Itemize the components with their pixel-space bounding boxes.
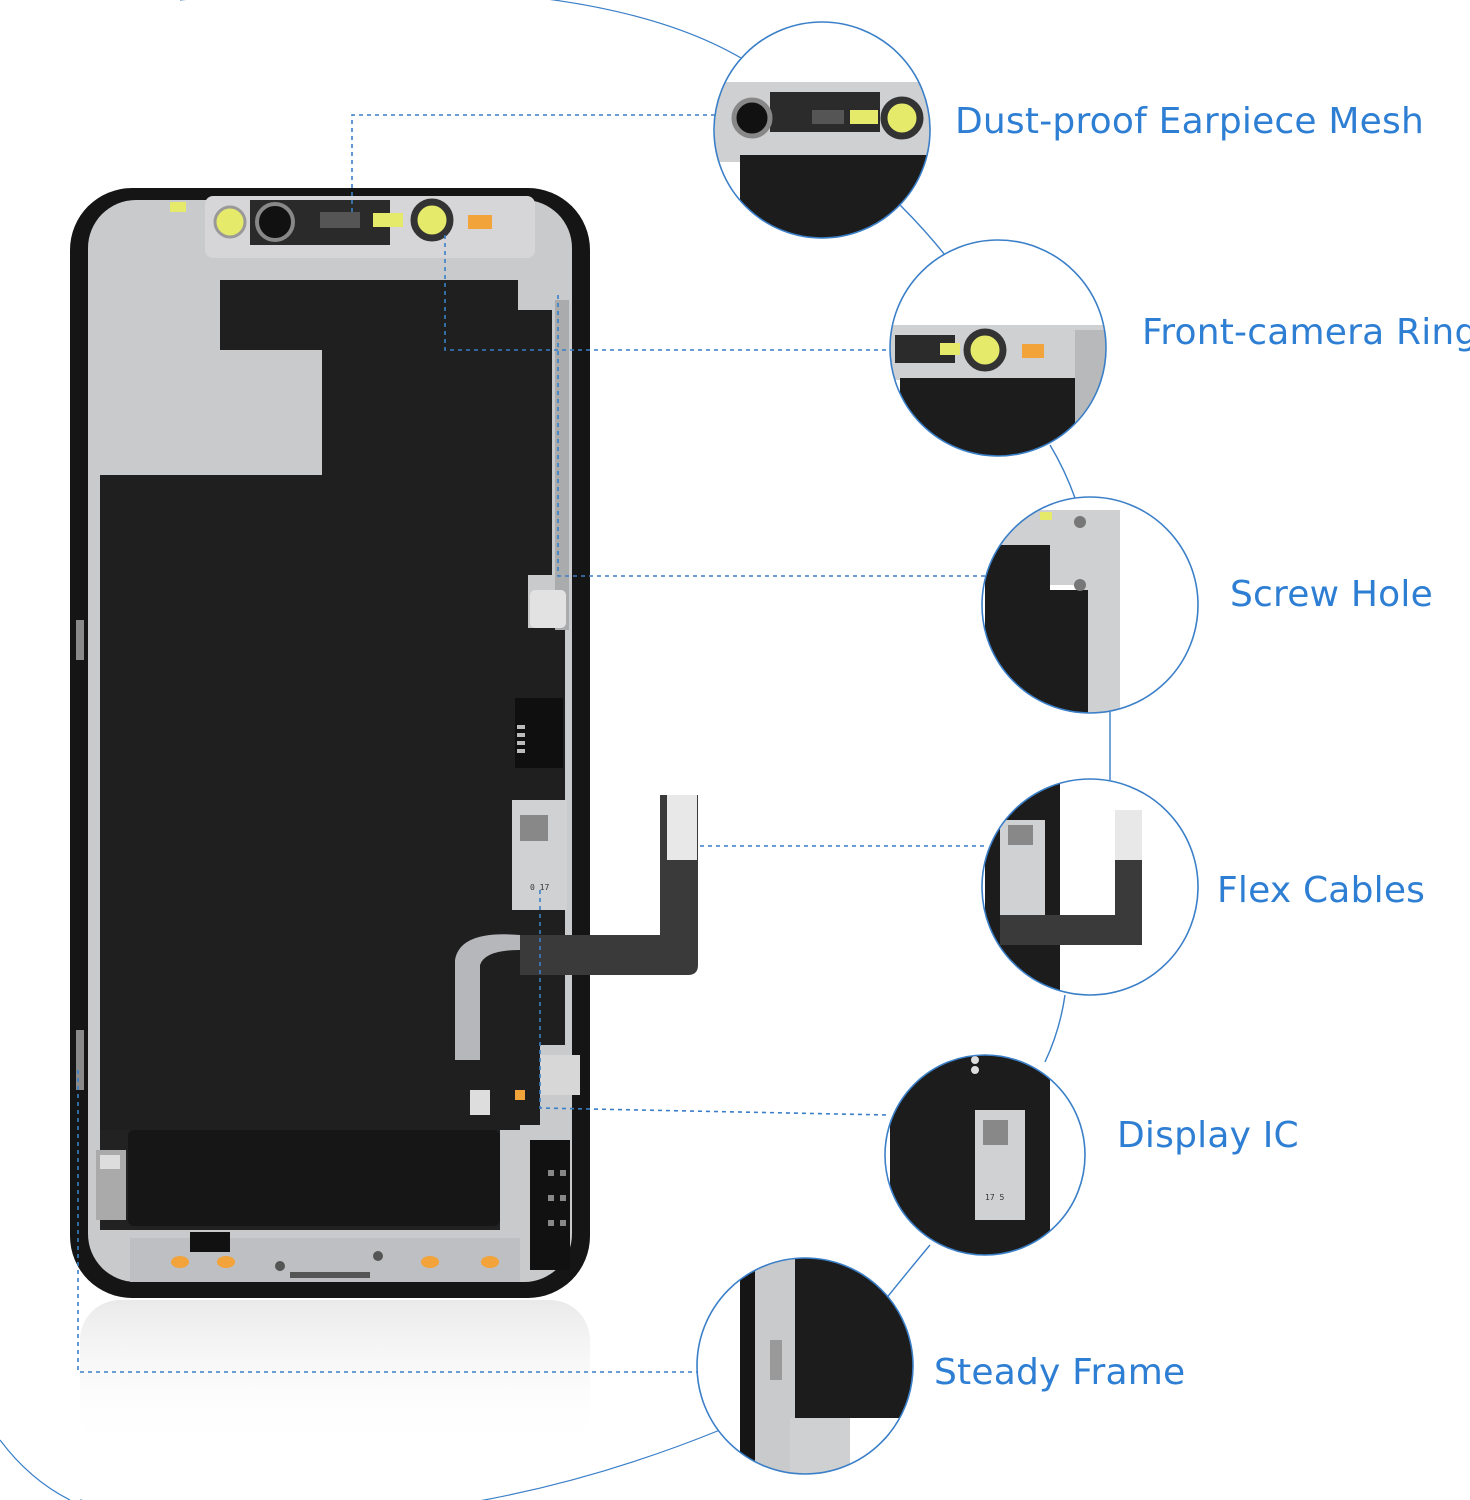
magnifier-camera	[889, 239, 1107, 457]
leader-ic	[539, 890, 889, 1116]
leader-camera	[444, 235, 890, 351]
phone-reflection	[80, 1300, 590, 1450]
leader-frame	[77, 1070, 697, 1373]
chip-code: 0 17	[530, 883, 549, 892]
chip-code-zoom: 17 5	[985, 1193, 1004, 1202]
magnifier-earpiece	[713, 21, 931, 239]
label-steady-frame: Steady Frame	[934, 1352, 1186, 1393]
top-sensors	[170, 196, 535, 258]
label-display-ic: Display IC	[1117, 1115, 1299, 1156]
magnifier-ic: 17 5	[884, 1054, 1086, 1256]
leader-screw	[557, 295, 985, 577]
magnifier-flex	[981, 778, 1199, 996]
label-flex-cables: Flex Cables	[1217, 870, 1426, 911]
background-arcs	[0, 0, 761, 1500]
phone-screen-assembly: 0 17	[70, 188, 698, 1450]
leader-earpiece	[351, 114, 715, 212]
label-front-camera-ring: Front-camera Ring	[1142, 312, 1470, 353]
leader-lines	[77, 114, 985, 1373]
black-display-panel	[100, 280, 565, 1130]
label-screw-hole: Screw Hole	[1230, 574, 1433, 615]
magnifier-screw	[981, 496, 1199, 714]
callout-chain	[884, 204, 1111, 1301]
label-earpiece-mesh: Dust-proof Earpiece Mesh	[955, 101, 1425, 142]
magnifier-frame	[696, 1257, 914, 1475]
orange-tags	[171, 1256, 499, 1268]
